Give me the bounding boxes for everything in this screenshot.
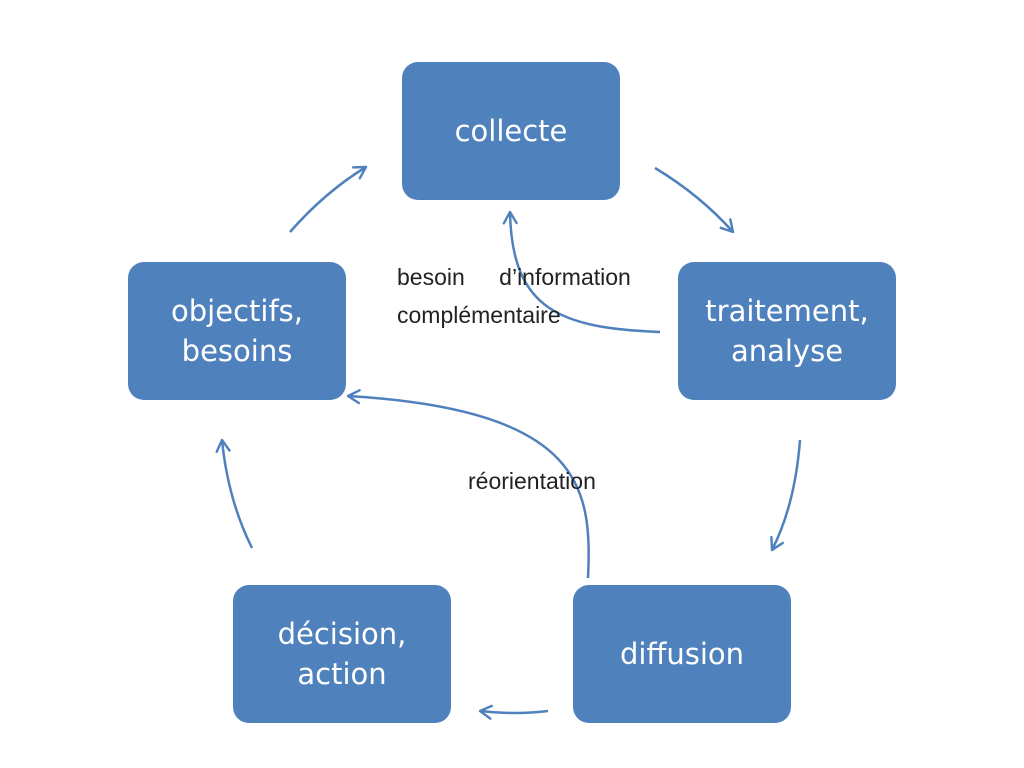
node-collecte: collecte xyxy=(402,62,620,200)
node-decision-action: décision, action xyxy=(233,585,451,723)
label-besoin-information: besoin d’information xyxy=(397,264,631,290)
node-traitement-line-1: traitement, xyxy=(705,294,869,328)
node-decision-line-1: décision, xyxy=(277,617,407,651)
arrow-traitement-to-diffusion xyxy=(770,439,802,552)
arrow-decision-to-objectifs xyxy=(215,438,254,549)
label-reorientation: réorientation xyxy=(468,468,596,494)
node-diffusion: diffusion xyxy=(573,585,791,723)
node-diffusion-line-1: diffusion xyxy=(619,637,745,671)
node-traitement-analyse: traitement, analyse xyxy=(678,262,896,400)
label-complementaire: complémentaire xyxy=(397,302,561,328)
node-objectifs-besoins: objectifs, besoins xyxy=(128,262,346,400)
node-objectifs-line-2: besoins xyxy=(181,334,293,368)
node-decision-line-2: action xyxy=(297,657,387,691)
node-traitement-line-2: analyse xyxy=(730,334,844,368)
node-collecte-line-1: collecte xyxy=(454,114,568,148)
arrow-collecte-to-traitement xyxy=(654,166,735,234)
node-objectifs-line-1: objectifs, xyxy=(171,294,303,328)
arrow-diffusion-to-decision xyxy=(478,704,549,720)
arrow-reorientation xyxy=(346,389,590,579)
arrow-besoin-information xyxy=(502,210,661,334)
arrow-objectifs-to-collecte xyxy=(289,165,368,233)
